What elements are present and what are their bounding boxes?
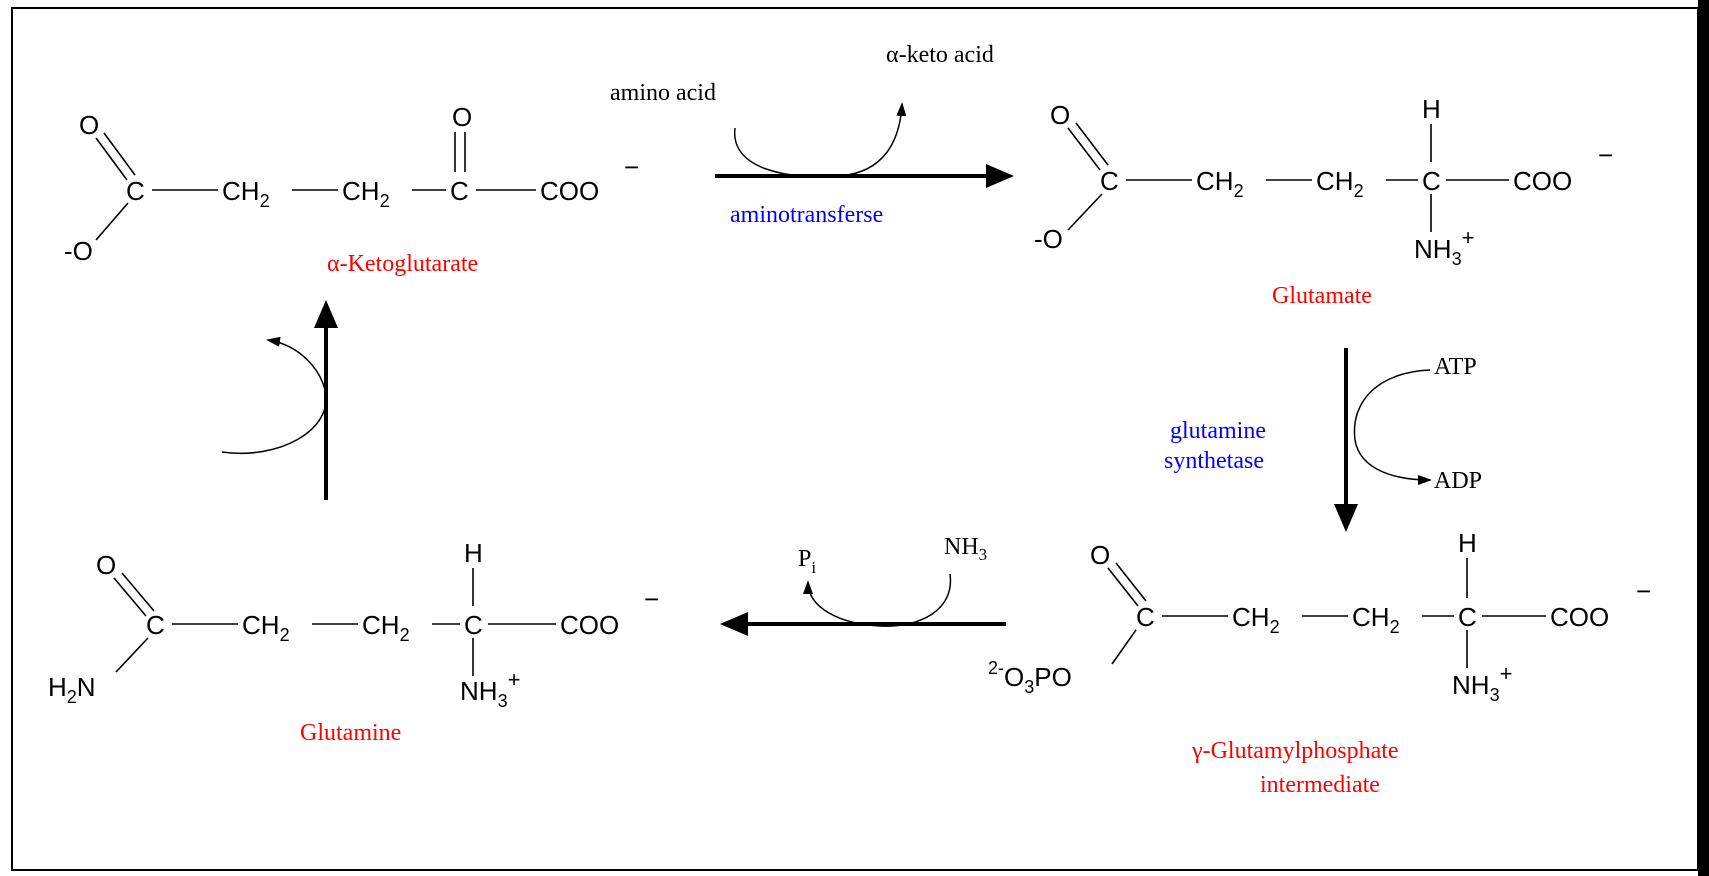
adp-label: ADP	[1434, 468, 1482, 494]
akg-charge: −	[624, 152, 639, 182]
alpha-keto-acid-label: α-keto acid	[886, 42, 994, 68]
glutamine-structure: O C H2N CH2 CH2 H C COO − NH3+	[48, 538, 659, 711]
ggp-c-carboxyl: C	[1136, 602, 1155, 632]
nh3-label: NH3	[944, 534, 987, 564]
gln-c-amide: C	[146, 610, 165, 640]
glu-nh3: NH3+	[1414, 225, 1474, 269]
gamma-glutamylphosphate-label-line2: intermediate	[1260, 772, 1380, 798]
gln-o-top: O	[96, 550, 116, 580]
akg-c-keto: C	[450, 176, 469, 206]
ggp-h: H	[1458, 528, 1477, 558]
ggp-nh3: NH3+	[1452, 661, 1512, 705]
gln-nh3: NH3+	[460, 667, 520, 711]
ggp-o-top: O	[1090, 540, 1110, 570]
akg-o-keto: O	[452, 102, 472, 132]
ggp-c-alpha: C	[1458, 602, 1477, 632]
glu-ch2-b: CH2	[1316, 166, 1364, 201]
gln-c-alpha: C	[464, 610, 483, 640]
glu-charge: −	[1598, 140, 1613, 170]
aminotransferase-enzyme-label: aminotransferse	[730, 202, 883, 228]
glutamine-label: Glutamine	[300, 720, 401, 746]
ggp-ch2-b: CH2	[1352, 602, 1400, 637]
ggp-charge: −	[1636, 576, 1651, 606]
atp-label: ATP	[1434, 354, 1477, 380]
amino-acid-label: amino acid	[610, 80, 716, 106]
ggp-phosphate: 2-O3PO	[988, 658, 1072, 697]
return-curve	[221, 336, 327, 454]
ggp-ch2-a: CH2	[1232, 602, 1280, 637]
gamma-glutamylphosphate-label-line1: γ-Glutamylphosphate	[1191, 738, 1399, 764]
gln-charge: −	[644, 584, 659, 614]
alpha-ketoglutarate-structure: O C -O CH2 CH2 O C COO −	[64, 102, 639, 266]
gln-ch2-a: CH2	[242, 610, 290, 645]
akg-c-carboxyl: C	[126, 176, 145, 206]
atp-adp-curve	[1353, 369, 1432, 485]
akg-ch2-b: CH2	[342, 176, 390, 211]
glu-h: H	[1422, 94, 1441, 124]
alpha-ketoglutarate-label: α-Ketoglutarate	[327, 251, 478, 277]
gln-coo: COO	[560, 610, 619, 640]
glutamate-label: Glutamate	[1272, 283, 1372, 309]
amino-acid-curve	[734, 102, 907, 178]
glu-ch2-a: CH2	[1196, 166, 1244, 201]
pi-label: Pi	[798, 546, 816, 577]
glu-c-carboxyl: C	[1100, 166, 1119, 196]
diagram-border	[11, 7, 1699, 871]
glu-o-top: O	[1050, 100, 1070, 130]
aminotransferase-step: amino acid α-keto acid aminotransferse	[610, 42, 1014, 228]
ggp-coo: COO	[1550, 602, 1609, 632]
glu-o-minus: -O	[1034, 224, 1063, 254]
akg-o-minus: -O	[64, 236, 93, 266]
nh3-pi-curve	[803, 573, 952, 627]
gln-h: H	[464, 538, 483, 568]
nh3-addition-step: NH3 Pi	[720, 534, 1006, 636]
gln-ch2-b: CH2	[362, 610, 410, 645]
right-edge-strip	[1698, 0, 1709, 876]
akg-o-top: O	[79, 110, 99, 140]
glu-coo: COO	[1513, 166, 1572, 196]
akg-ch2-a: CH2	[222, 176, 270, 211]
gln-h2n: H2N	[48, 672, 96, 707]
glutamine-synthetase-label-line1: glutamine	[1170, 418, 1266, 444]
glutamine-synthetase-label-line2: synthetase	[1164, 448, 1264, 474]
glutamine-synthetase-step: ATP ADP glutamine synthetase	[1164, 348, 1482, 532]
gamma-glutamylphosphate-structure: O C 2-O3PO CH2 CH2 H C COO − NH3+	[988, 528, 1651, 705]
glu-c-alpha: C	[1422, 166, 1441, 196]
glutamate-structure: O C -O CH2 CH2 H C COO − NH3+	[1034, 94, 1613, 269]
akg-coo: COO	[540, 176, 599, 206]
return-step	[221, 300, 338, 500]
